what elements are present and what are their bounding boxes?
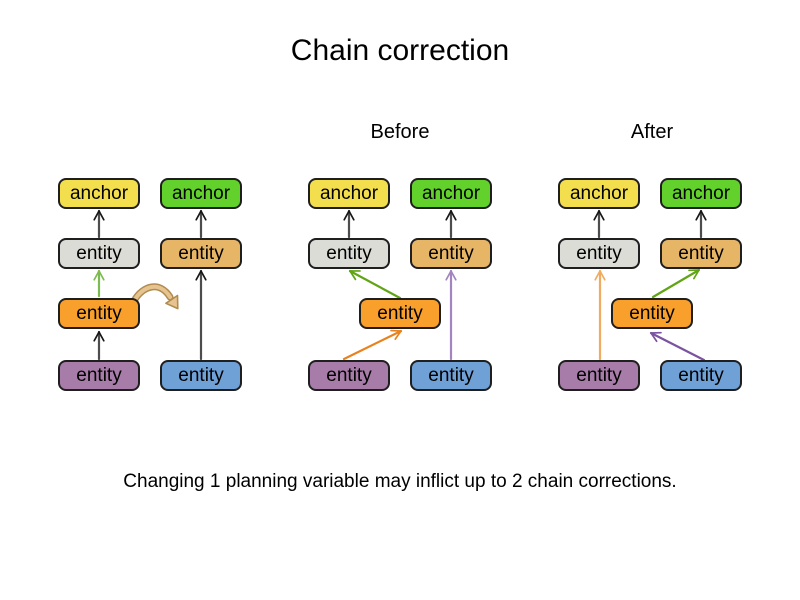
after-anchor-green-node: anchor (660, 178, 742, 209)
before-entity-purple-node: entity (308, 360, 390, 391)
before-orange-to-gray-arrow (348, 269, 402, 300)
left-anchor-green-node: anchor (160, 178, 242, 209)
after-gray-to-anchor-arrow (593, 209, 605, 239)
after-entity-blue-node: entity (660, 360, 742, 391)
after-blue-to-orange-arrow (649, 331, 706, 362)
before-entity-blue-node: entity (410, 360, 492, 391)
left-orange-to-gray-arrow (93, 269, 105, 298)
left-entity-purple-node: entity (58, 360, 140, 391)
left-purple-to-orange-arrow (93, 330, 105, 361)
label-before: Before (370, 121, 430, 143)
after-entity-orange-node: entity (611, 298, 693, 329)
label-after: After (630, 121, 674, 143)
after-entity-gray-node: entity (558, 238, 640, 269)
before-entity-gray-node: entity (308, 238, 390, 269)
left-gray-to-anchor-arrow (93, 209, 105, 239)
left-anchor-yellow-node: anchor (58, 178, 140, 209)
caption: Changing 1 planning variable may inflict… (123, 471, 677, 492)
before-tan-to-anchor-arrow (445, 209, 457, 239)
left-entity-blue-node: entity (160, 360, 242, 391)
before-entity-orange-node: entity (359, 298, 441, 329)
after-entity-purple-node: entity (558, 360, 640, 391)
before-purple-to-orange-arrow (342, 329, 403, 361)
before-anchor-green-node: anchor (410, 178, 492, 209)
page-title: Chain correction (290, 34, 510, 67)
before-anchor-yellow-node: anchor (308, 178, 390, 209)
left-entity-gray-node: entity (58, 238, 140, 269)
left-blue-to-tan-arrow (195, 269, 207, 361)
before-blue-to-tan-arrow (445, 269, 457, 361)
before-entity-tan-node: entity (410, 238, 492, 269)
after-orange-to-tan-arrow (651, 268, 701, 299)
left-tan-to-anchor-arrow (195, 209, 207, 239)
after-tan-to-anchor-arrow (695, 209, 707, 239)
left-entity-orange-node: entity (58, 298, 140, 329)
after-purple-to-gray-arrow (594, 269, 606, 361)
after-anchor-yellow-node: anchor (558, 178, 640, 209)
left-move-indicator-curved-arrow-icon (130, 283, 179, 310)
before-gray-to-anchor-arrow (343, 209, 355, 239)
after-entity-tan-node: entity (660, 238, 742, 269)
left-entity-tan-node: entity (160, 238, 242, 269)
